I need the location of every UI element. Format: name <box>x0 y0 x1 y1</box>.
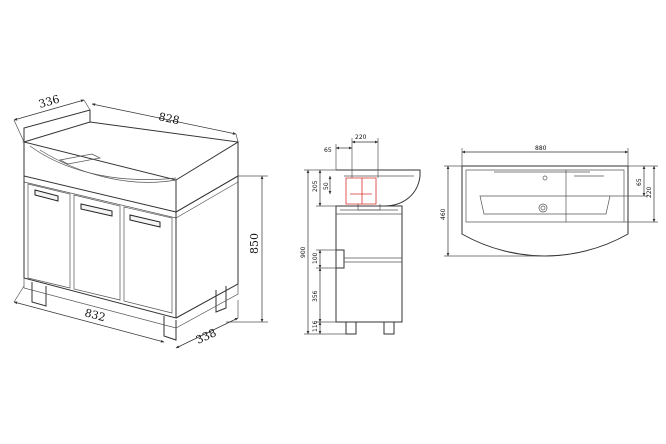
dim-edge-offset: 65 <box>636 178 643 186</box>
dim-rim: 50 <box>323 182 330 190</box>
side-view: 65 220 205 50 900 100 356 116 <box>300 134 421 335</box>
dim-top-height: 205 <box>312 180 319 192</box>
dim-depth-top: 336 <box>37 93 61 111</box>
dim-shelf-gap: 100 <box>312 252 319 264</box>
dim-total-height: 900 <box>300 246 307 258</box>
dim-lower-space: 356 <box>312 290 319 302</box>
dim-depth: 460 <box>440 208 447 220</box>
isometric-view: 336 828 850 832 338 <box>13 93 268 349</box>
top-view: 880 460 65 220 <box>440 145 658 257</box>
dim-width-top: 828 <box>157 110 180 127</box>
door-handle-icon <box>34 189 161 228</box>
dim-inner-depth: 220 <box>646 186 653 198</box>
dim-basin-width: 220 <box>355 134 367 141</box>
dim-width: 880 <box>535 145 547 152</box>
dim-basin-offset: 65 <box>324 147 332 154</box>
dim-width-bottom: 832 <box>83 306 107 324</box>
dim-leg-height: 116 <box>312 320 319 332</box>
dim-height: 850 <box>248 233 261 254</box>
